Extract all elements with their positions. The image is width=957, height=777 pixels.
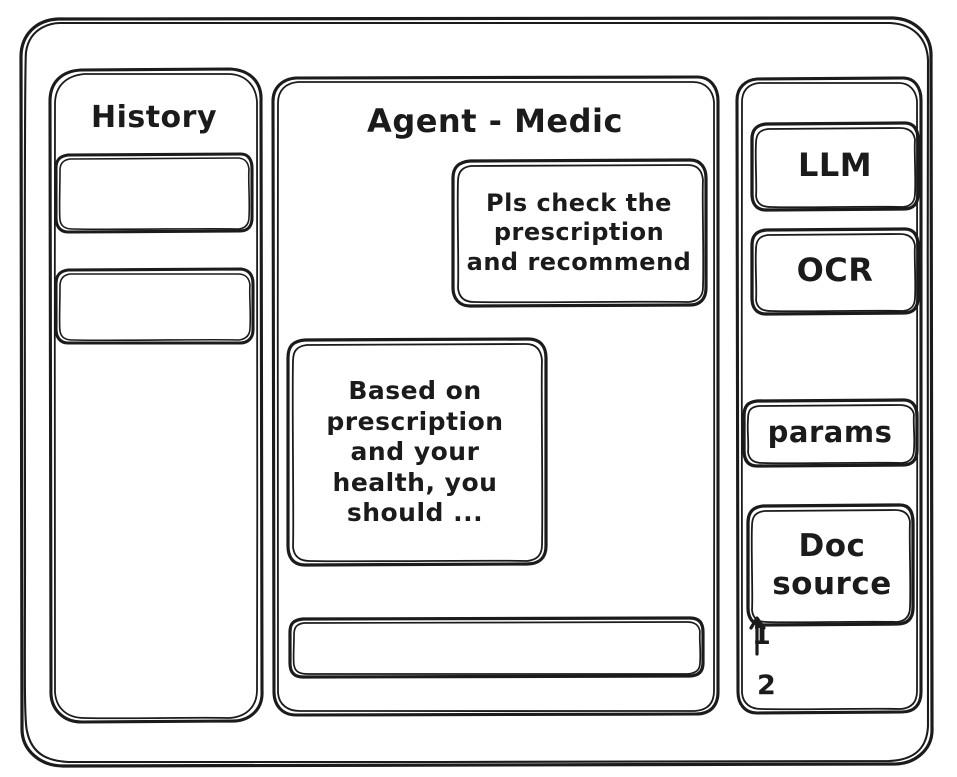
chat-input[interactable] — [300, 620, 700, 674]
history-item[interactable] — [58, 268, 250, 340]
doc-source-list-item[interactable]: 1 — [752, 619, 772, 651]
history-panel-title: History — [90, 99, 218, 135]
params-button[interactable]: params — [767, 415, 893, 450]
doc-source-list-item[interactable]: 2 — [757, 669, 777, 701]
llm-button[interactable]: LLM — [797, 146, 873, 185]
agent-panel-title: Agent - Medic — [367, 102, 623, 141]
history-item[interactable] — [58, 152, 250, 230]
doc-source-button[interactable]: Doc source — [772, 528, 892, 602]
ocr-button[interactable]: OCR — [796, 251, 874, 290]
assistant-message-bubble: Based on prescription and your health, y… — [326, 376, 504, 528]
user-message-bubble: Pls check the prescription and recommend — [466, 189, 692, 276]
